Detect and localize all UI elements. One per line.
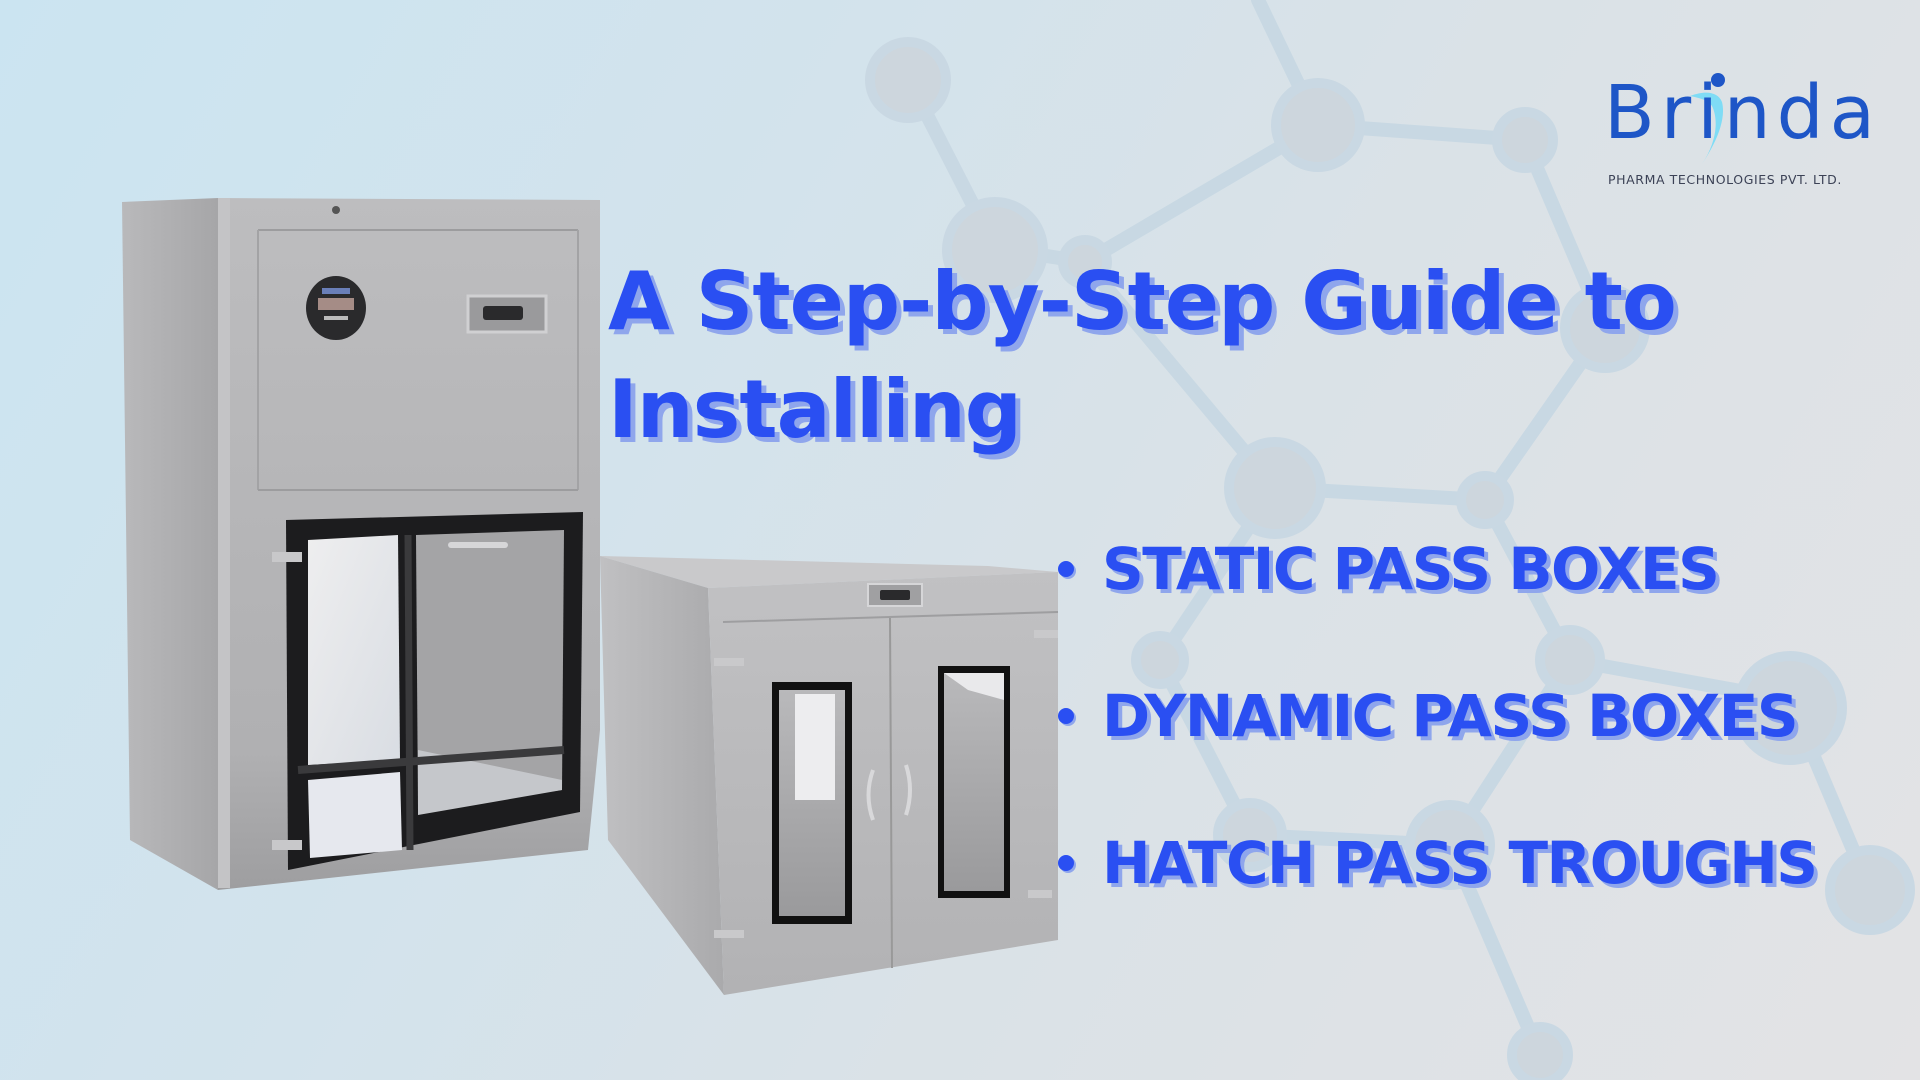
list-item-label: DYNAMIC PASS BOXES bbox=[1102, 682, 1799, 750]
brand-figure-icon bbox=[1690, 73, 1725, 164]
bullet-icon bbox=[1058, 855, 1074, 871]
product-image-double-door-pass-box bbox=[600, 556, 1059, 995]
list-item: STATIC PASS BOXES bbox=[1058, 532, 1817, 606]
brand-name: Brinda bbox=[1604, 70, 1881, 156]
title-line-1: A Step-by-Step Guide to bbox=[608, 255, 1677, 348]
list-item: HATCH PASS TROUGHS bbox=[1058, 826, 1818, 900]
product-image-vertical-pass-box bbox=[122, 198, 600, 890]
brand-logo[interactable]: Brinda PHARMA TECHNOLOGIES PVT. LTD. bbox=[1604, 68, 1875, 188]
list-item-label: HATCH PASS TROUGHS bbox=[1102, 829, 1818, 897]
title-line-2: Installing bbox=[608, 363, 1022, 456]
list-item: DYNAMIC PASS BOXES bbox=[1058, 679, 1817, 753]
bullet-icon bbox=[1058, 561, 1074, 577]
page-title: A Step-by-Step Guide to Installing bbox=[608, 248, 1808, 464]
brand-tagline: PHARMA TECHNOLOGIES PVT. LTD. bbox=[1608, 172, 1842, 187]
product-list: STATIC PASS BOXES DYNAMIC PASS BOXES HAT… bbox=[1058, 532, 1818, 973]
gauge-icon bbox=[306, 276, 366, 340]
bullet-icon bbox=[1058, 708, 1074, 724]
list-item-label: STATIC PASS BOXES bbox=[1102, 535, 1720, 603]
